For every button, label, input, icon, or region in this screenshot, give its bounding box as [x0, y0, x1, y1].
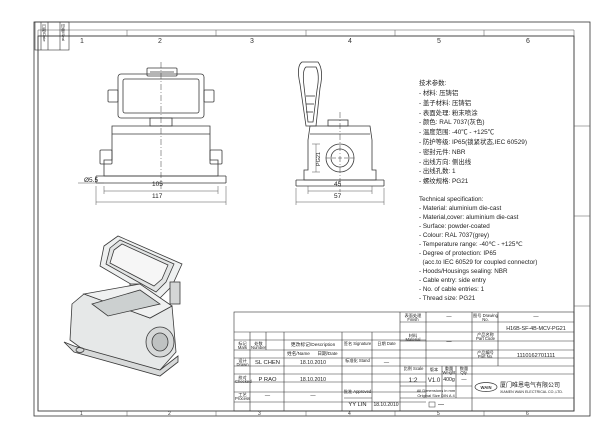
front-view: [78, 62, 227, 205]
material-value: —: [446, 339, 452, 345]
spec-en-item: - Surface: powder-coated: [419, 223, 490, 230]
drawn-label: 设计 Drawn: [236, 358, 249, 368]
approved-name: YY LIN: [348, 402, 367, 408]
spec-cn-item: - 盖子材料: 压铸铝: [419, 100, 472, 107]
company-name-cn: 厦门唯恩电气有限公司: [500, 383, 561, 389]
spec-en-item: - Material: aluminium die-cast: [419, 205, 502, 212]
approved-label: 批准 Approved: [343, 389, 372, 394]
date-label: 日期 Date: [377, 341, 396, 346]
dim-thread: PG21: [316, 152, 322, 167]
spec-cn-heading: 技术参数:: [419, 80, 447, 87]
grid-number: 6: [526, 411, 529, 417]
spec-cn-item: - 表面处理: 粉末喷涂: [419, 110, 478, 117]
qty-label: 数量 Qty.: [459, 366, 469, 376]
version-value: V1.0: [427, 378, 441, 384]
dim-45: 45: [334, 181, 342, 188]
isometric-view: [63, 235, 183, 377]
dims-note-1: All Dimensions in mm: [416, 388, 456, 393]
corner-label: 日期/Date: [42, 24, 47, 42]
number-label: 处数 Number: [251, 341, 266, 351]
drawing-no-label: 图号 Drawing No.: [473, 313, 498, 323]
dim-105: 105: [152, 181, 163, 188]
spec-en-item: - No. of cable entries: 1: [419, 286, 485, 293]
part-no-label: 产品编号 Part No.: [477, 350, 494, 360]
grid-number: 4: [348, 411, 351, 417]
description-label: 更改标记/Description: [290, 343, 336, 348]
projection-symbol: [428, 401, 444, 408]
process-date: —: [310, 393, 316, 399]
mark-label: 标记 Mark: [237, 341, 248, 351]
spec-cn-item: - 螺纹规格: PG21: [419, 178, 469, 185]
title-block-grid: [233, 311, 575, 412]
date2-label: 日期/Date: [317, 351, 338, 356]
version-label: 版本: [429, 367, 439, 372]
spec-cn-item: - 颜色: RAL 7037(灰色): [419, 119, 485, 126]
spec-cn-item: - 密封元件: NBR: [419, 149, 466, 156]
spec-en-item: - Material,cover: aluminium die-cast: [419, 214, 519, 221]
qty-value: —: [461, 377, 467, 383]
finish-value: —: [446, 314, 452, 320]
name-label: 姓名/Name: [287, 351, 310, 356]
spec-cn-item: - 材料: 压铸铝: [419, 90, 459, 97]
spec-cn-item: - 温度范围: -40℃ - +125℃: [419, 129, 495, 136]
grid-number: 2: [168, 411, 171, 417]
approved-date: 18.10.2010: [373, 402, 399, 408]
spec-en-item: (acc.to IEC 60529 for coupled connector): [419, 259, 538, 266]
stand-label: 标准化 Stand: [345, 358, 370, 363]
drawing-no-value: —: [533, 314, 539, 320]
drawn-name: SL CHEN: [255, 360, 280, 366]
spec-en-heading: Technical specification:: [419, 196, 484, 203]
spec-en-item: - Degree of protection: IP65: [419, 250, 497, 257]
grid-number: 2: [158, 38, 162, 45]
part-no-value: 1110162701111: [516, 353, 556, 359]
grid-number: 1: [80, 411, 83, 417]
grid-number: 4: [348, 38, 352, 45]
dims-note-2: Original Size DIN A 4: [417, 393, 455, 398]
checked-label: 校对 Checked: [235, 375, 252, 385]
grid-number: 5: [437, 411, 440, 417]
grid-number: 1: [80, 38, 84, 45]
stand-name: —: [383, 360, 390, 366]
process-name: —: [264, 393, 271, 399]
process-label: 工艺 Process: [235, 392, 251, 402]
dim-hole: Ø5.5: [84, 177, 99, 184]
grid-number: 3: [258, 411, 261, 417]
weight-label: 重量 Weight: [442, 366, 456, 376]
company-logo: WAIN: [474, 382, 498, 392]
scale-value: 1:2: [408, 377, 418, 384]
company-name-en: XIAMEN WAIN ELECTRICAL CO.,LTD.: [500, 390, 563, 394]
spec-en-item: - Colour: RAL 7037(grey): [419, 232, 490, 239]
spec-cn-item: - 出线方向: 侧出线: [419, 159, 472, 166]
spec-en-item: - Hoods/Housings sealing: NBR: [419, 268, 508, 275]
part-code-label: 产品名称 Part Code: [476, 332, 495, 342]
spec-en-item: - Temperature range: -40℃ - +125℃: [419, 241, 523, 248]
spec-en-item: - Cable entry: side entry: [419, 277, 486, 284]
dim-57: 57: [334, 193, 342, 200]
finish-label: 表面处理 Finish: [404, 313, 422, 323]
svg-text:WAIN: WAIN: [481, 385, 492, 390]
material-label: 材料 Material: [405, 333, 421, 343]
corner-label: 印章/Seal: [61, 24, 66, 42]
weight-value: 400g: [443, 377, 455, 383]
scale-label: 比例 Scale: [403, 366, 424, 371]
grid-number: 6: [526, 38, 530, 45]
drawn-date: 18.10.2010: [300, 360, 326, 366]
checked-name: P RAO: [258, 377, 277, 383]
spec-cn-item: - 出线孔数: 1: [419, 168, 456, 175]
grid-number: 3: [250, 38, 254, 45]
side-view: [295, 61, 385, 205]
checked-date: 18.10.2010: [300, 377, 326, 383]
spec-en-item: - Thread size: PG21: [419, 295, 476, 302]
signature-label: 签名 Signature: [343, 341, 372, 346]
part-code-value: H16B-SF-4B-MCV-PG21: [506, 326, 566, 332]
grid-number: 5: [437, 38, 441, 45]
spec-cn-item: - 防护等级: IP65(锁紧状态,IEC 60529): [419, 139, 527, 146]
dim-117: 117: [152, 193, 163, 200]
